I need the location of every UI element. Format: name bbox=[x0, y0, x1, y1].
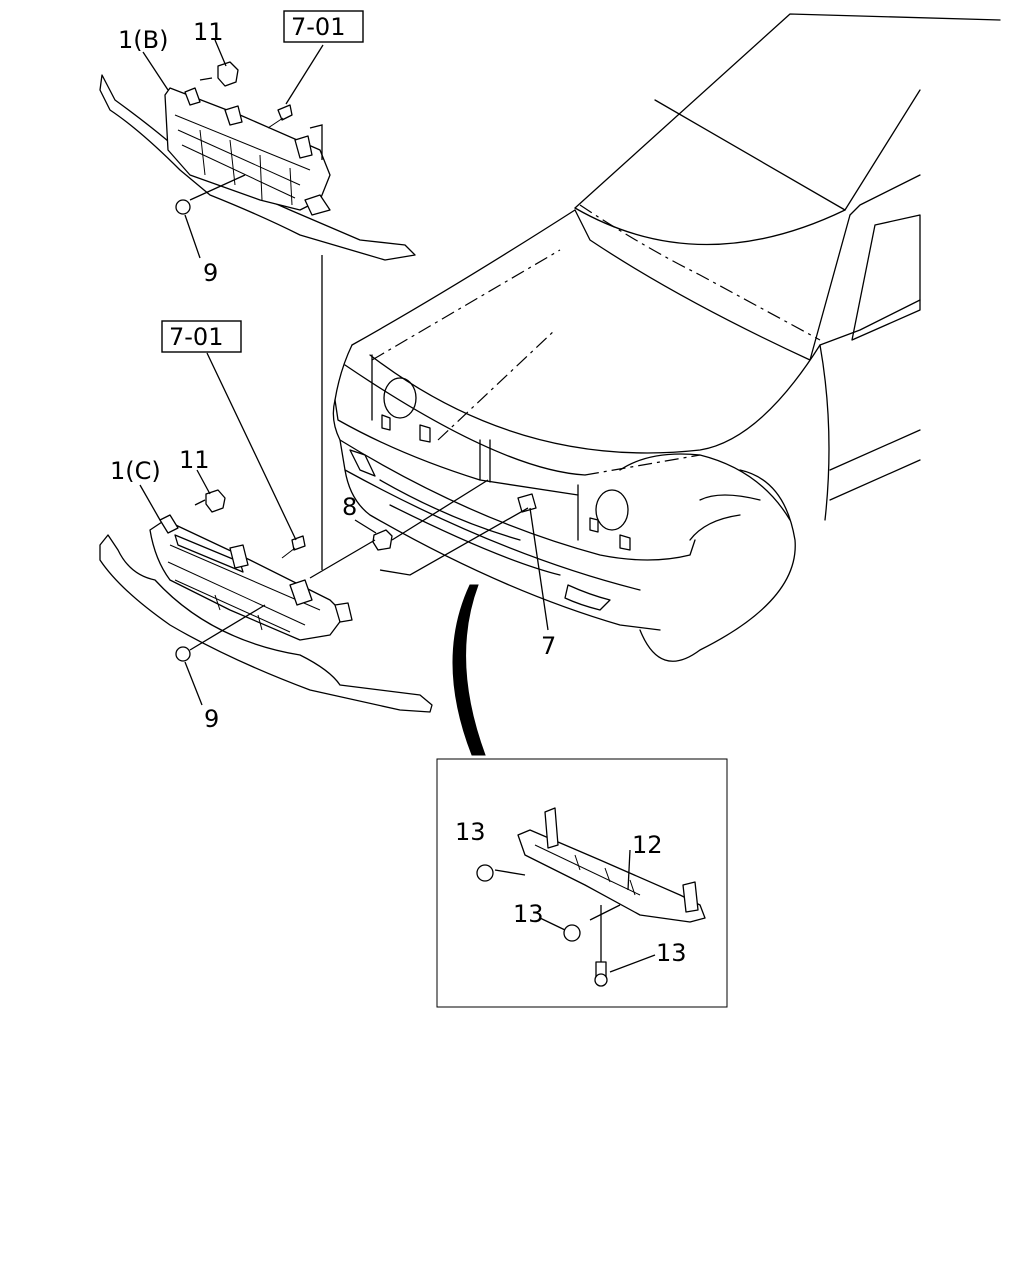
callouts: 1(B) 11 9 1(C) 11 9 8 7 12 13 13 13 bbox=[110, 18, 687, 967]
grille-1b bbox=[99, 74, 416, 261]
grille-1c bbox=[99, 514, 433, 713]
reference-label-mid: 7-01 bbox=[169, 323, 223, 351]
callout-7[interactable]: 7 bbox=[541, 632, 556, 660]
detail-inset bbox=[436, 758, 728, 1008]
clip-11-bottom bbox=[205, 489, 226, 513]
callout-9-top[interactable]: 9 bbox=[203, 259, 218, 287]
callout-13-c[interactable]: 13 bbox=[656, 939, 687, 967]
callout-13-b[interactable]: 13 bbox=[513, 900, 544, 928]
leader-lines bbox=[139, 39, 656, 973]
fasteners bbox=[175, 61, 608, 987]
bolt-13-b bbox=[563, 924, 581, 942]
callout-1b[interactable]: 1(B) bbox=[118, 26, 168, 54]
callout-11-top[interactable]: 11 bbox=[193, 18, 224, 46]
bolt-13-a bbox=[476, 864, 494, 882]
nut-8 bbox=[372, 529, 393, 551]
vehicle-outline bbox=[332, 13, 1001, 662]
clip-11-top bbox=[217, 61, 239, 87]
callout-1c[interactable]: 1(C) bbox=[110, 457, 161, 485]
callout-9-bottom[interactable]: 9 bbox=[204, 705, 219, 733]
reference-label-top: 7-01 bbox=[291, 13, 345, 41]
callout-8[interactable]: 8 bbox=[342, 493, 357, 521]
callout-13-a[interactable]: 13 bbox=[455, 818, 486, 846]
screw-top bbox=[277, 104, 293, 121]
reference-box-mid[interactable]: 7-01 bbox=[161, 320, 242, 353]
callout-11-bottom[interactable]: 11 bbox=[179, 446, 210, 474]
callout-12[interactable]: 12 bbox=[632, 831, 663, 859]
screw-mid bbox=[291, 535, 306, 551]
bolt-9-top bbox=[175, 199, 191, 215]
clip-7 bbox=[517, 493, 537, 513]
reference-box-top[interactable]: 7-01 bbox=[283, 10, 364, 43]
bolt-9-bottom bbox=[175, 646, 191, 662]
